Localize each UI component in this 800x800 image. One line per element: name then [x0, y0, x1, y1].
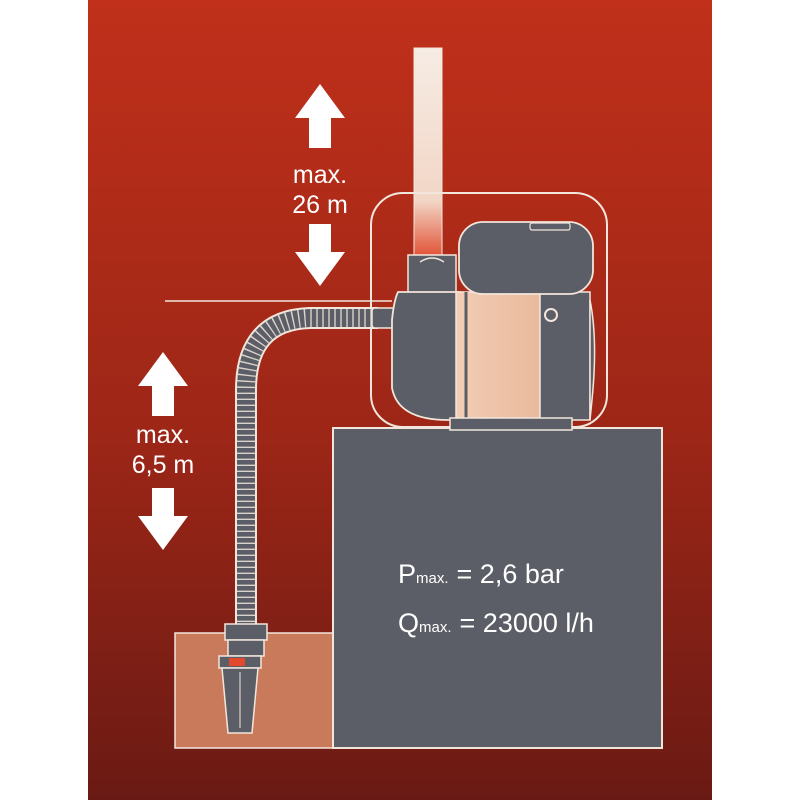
- outlet-pipe: [413, 47, 443, 261]
- foot-valve: [218, 623, 268, 734]
- spec-pressure-subscript: max.: [416, 570, 449, 587]
- pump-head: [391, 254, 461, 421]
- pump-feet: [449, 417, 573, 431]
- spec-flow-value: = 23000 l/h: [460, 608, 594, 638]
- arrow-up-icon: [138, 352, 188, 416]
- pump-height-label-line2: 26 m: [292, 191, 348, 219]
- spec-pressure-value: = 2,6 bar: [457, 559, 564, 589]
- suction-height-label-line1: max.: [136, 421, 190, 449]
- spec-flow: Qmax. = 23000 l/h: [398, 608, 594, 638]
- arrow-up-icon: [295, 84, 345, 148]
- spec-flow-subscript: max.: [419, 619, 452, 636]
- spec-pressure: Pmax. = 2,6 bar: [398, 559, 564, 589]
- motor-top-housing: [458, 221, 594, 295]
- suction-height-label-line2: 6,5 m: [132, 451, 195, 479]
- pump-motor: [455, 291, 596, 421]
- arrow-down-icon: [295, 224, 345, 286]
- suction-hose: [235, 307, 378, 628]
- arrow-down-icon: [138, 488, 188, 550]
- spec-pressure-symbol: P: [398, 559, 416, 589]
- pump-height-label-line1: max.: [293, 161, 347, 189]
- spec-flow-symbol: Q: [398, 608, 419, 638]
